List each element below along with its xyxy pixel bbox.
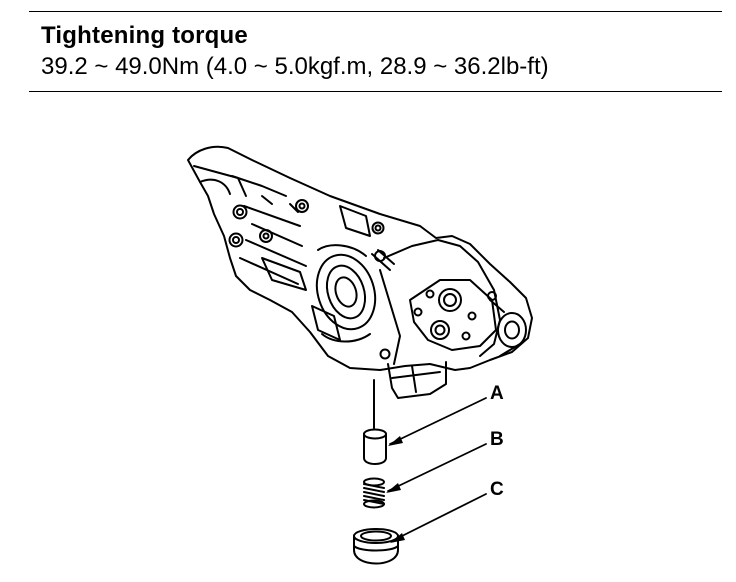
leader-arrow-b [386,483,401,493]
callout-label-c: C [490,479,504,500]
relief-plunger [363,428,387,465]
leader-arrow-a [388,436,403,446]
callout-label-b: B [490,429,504,450]
callout-leaders [386,397,487,543]
oil-pump-housing [187,145,533,399]
top-rule [29,11,722,12]
leader-line-a [389,397,487,445]
leader-line-b [387,443,487,492]
relief-plug [353,528,399,565]
bottom-rule [29,91,722,92]
spec-title: Tightening torque [41,22,248,49]
relief-spring [363,477,385,509]
leader-arrow-c [390,533,405,543]
spec-value: 39.2 ~ 49.0Nm (4.0 ~ 5.0kgf.m, 28.9 ~ 36… [41,53,549,80]
leader-line-c [391,493,487,542]
callout-label-a: A [490,383,504,404]
